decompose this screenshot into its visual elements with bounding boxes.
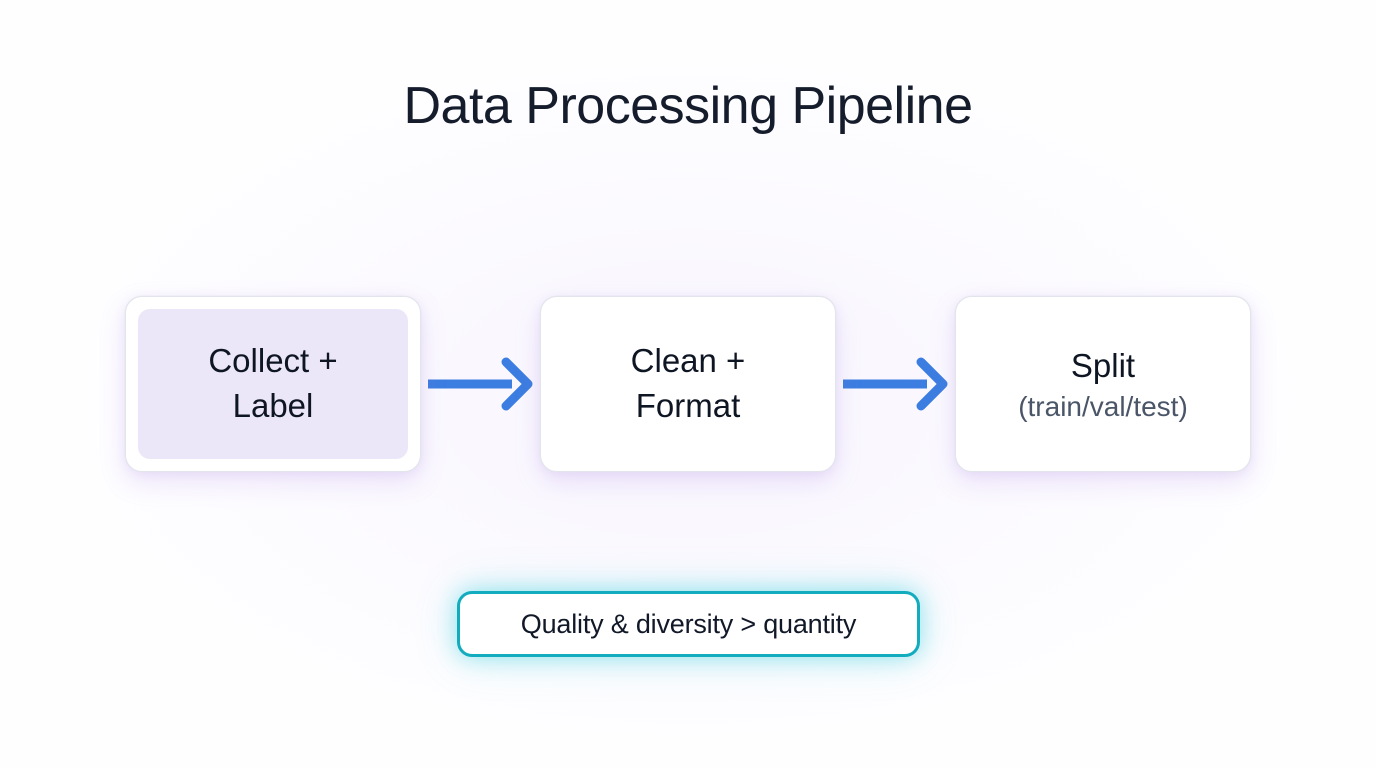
- stage-label-collect-label: Collect + Label: [208, 342, 338, 424]
- callout-box: Quality & diversity > quantity: [457, 591, 920, 657]
- stage-label-split: Split (train/val/test): [1008, 299, 1198, 469]
- stage-label-split-main: Split: [1070, 346, 1136, 384]
- stage-card-clean-format[interactable]: Clean + Format: [540, 296, 836, 472]
- arrow-right-icon-2: [837, 354, 955, 414]
- stage-card-collect-label[interactable]: Collect + Label: [125, 296, 421, 472]
- stage-card-split[interactable]: Split (train/val/test): [955, 296, 1251, 472]
- pipeline-flow: Collect + Label Clean + Format Split (tr…: [125, 296, 1251, 472]
- stage-sublabel-split: (train/val/test): [1018, 391, 1188, 423]
- arrow-right-icon-1: [422, 354, 540, 414]
- stage-label-clean-format: Clean + Format: [630, 342, 746, 424]
- callout-text: Quality & diversity > quantity: [520, 608, 857, 639]
- page-title: Data Processing Pipeline: [403, 77, 974, 135]
- stage-highlight-panel: Collect + Label: [138, 309, 408, 459]
